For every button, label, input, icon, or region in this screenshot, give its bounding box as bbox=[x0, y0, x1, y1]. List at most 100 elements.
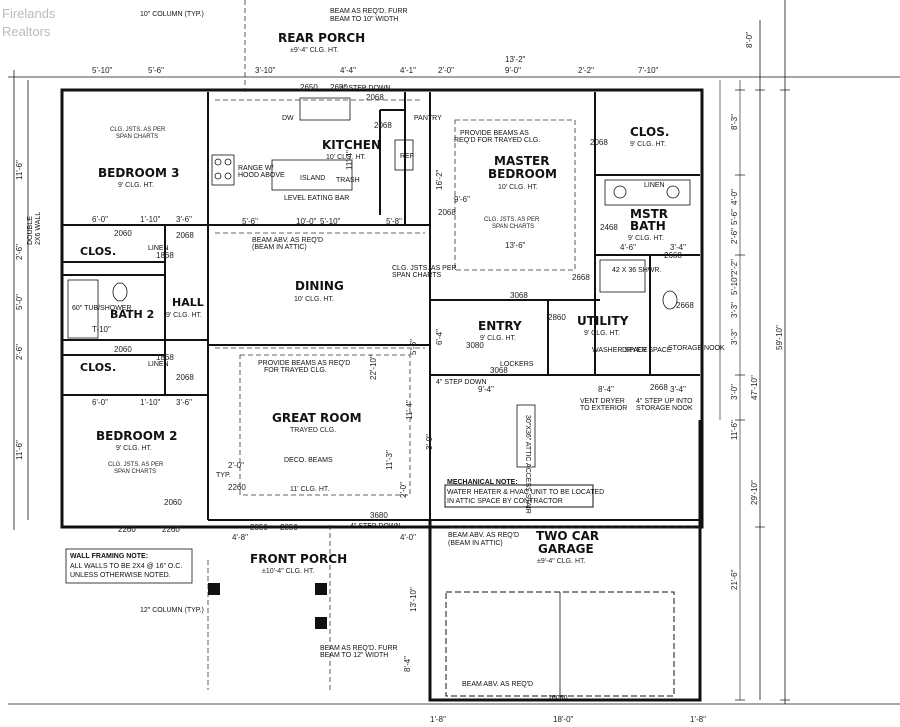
dim-bottom-0: 1'-8" bbox=[430, 715, 446, 724]
label-linen-hall: LINEN bbox=[148, 361, 169, 368]
watermark-line1: Firelands bbox=[2, 6, 56, 21]
dim-right-5: 5'-10" bbox=[730, 274, 739, 295]
hall-clg: 9' CLG. HT. bbox=[166, 312, 202, 319]
door-tag-10: 2060 bbox=[114, 229, 132, 238]
door-tag-9: 3068 bbox=[490, 366, 508, 375]
label-wall-title: WALL FRAMING NOTE: bbox=[70, 553, 148, 560]
garage-door bbox=[445, 591, 675, 697]
label-linen-bath: LINEN bbox=[148, 245, 169, 252]
outline-lines bbox=[8, 0, 900, 705]
dim-left-0: 11'-6" bbox=[15, 160, 24, 180]
door-tag-2: 2068 bbox=[366, 93, 384, 102]
dim-top-7: 2'-2" bbox=[578, 66, 594, 75]
label-trayed1: PROVIDE BEAMS AS bbox=[460, 130, 529, 137]
label-double-wall2: 2X6 WALL bbox=[35, 212, 42, 245]
dim-top-6: 9'-0" bbox=[505, 66, 521, 75]
dim-misc-20: 22'-10" bbox=[369, 355, 378, 380]
bedroom3-note1: CLG. JSTS. AS PER bbox=[110, 127, 166, 133]
label-beam-front1: BEAM AS REQ'D. FURR bbox=[320, 645, 398, 652]
dim-top-8: 7'-10" bbox=[638, 66, 659, 75]
dim-misc-27: 16'-2" bbox=[435, 169, 444, 190]
label-mech2: IN ATTIC SPACE BY CONTRACTOR bbox=[447, 498, 563, 505]
dim-right-13: 59'-10" bbox=[775, 325, 784, 350]
great-room-clg: TRAYED CLG. bbox=[290, 427, 336, 434]
door-tag-5: 2068 bbox=[590, 138, 608, 147]
utility-clg: 9' CLG. HT. bbox=[584, 330, 620, 337]
master-bedroom-name1: MASTER bbox=[494, 154, 550, 168]
dim-misc-30: 11'-3" bbox=[385, 450, 394, 470]
label-trayed2: REQ'D FOR TRAYED CLG. bbox=[454, 137, 540, 144]
door-tag-22: 1868 bbox=[156, 353, 174, 362]
master-bedroom-note2: SPAN CHARTS bbox=[492, 224, 534, 230]
dim-top-5: 2'-0" bbox=[438, 66, 454, 75]
label-beam-garage2: (BEAM IN ATTIC) bbox=[448, 540, 503, 547]
dim-top-2: 3'-10" bbox=[255, 66, 276, 75]
dimension-ticks bbox=[735, 89, 790, 701]
dim-right-0: 8'-3" bbox=[730, 114, 739, 130]
entry-name: ENTRY bbox=[478, 319, 522, 333]
dimensions-left: 11'-6"2'-6"5'-0"2'-6"11'-6" bbox=[15, 160, 24, 460]
label-dw: DW bbox=[282, 115, 294, 122]
exterior-walls bbox=[60, 88, 704, 702]
dim-misc-2: 3'-6" bbox=[176, 215, 192, 224]
dim-misc-31: 11'-4" bbox=[345, 150, 354, 170]
dim-top-0: 5'-10" bbox=[92, 66, 113, 75]
garage-name2: GARAGE bbox=[538, 542, 594, 556]
dim-misc-26: 5'-6" bbox=[409, 339, 418, 355]
dim-misc-3: T-10" bbox=[92, 325, 111, 334]
dim-misc-22: 2'-0" bbox=[228, 461, 244, 470]
dim-misc-10: 13'-6" bbox=[505, 241, 526, 250]
master-bedroom-clg: 10' CLG. HT. bbox=[498, 184, 538, 191]
dim-right-8: 3'-0" bbox=[730, 384, 739, 400]
label-tub: 60" TUB/SHOWER bbox=[72, 305, 132, 312]
dim-misc-28: 2'-0" bbox=[399, 482, 408, 498]
label-pantry: PANTRY bbox=[414, 115, 442, 122]
label-garage-door: 16060 bbox=[548, 695, 568, 702]
label-step-up1: 4" STEP UP INTO bbox=[636, 398, 693, 405]
label-beam-garage1: BEAM ABV. AS REQ'D bbox=[448, 532, 519, 539]
dim-misc-16: 4'-8" bbox=[232, 533, 248, 542]
wall-note-box bbox=[65, 548, 193, 584]
dim-right-6: 3'-3" bbox=[730, 302, 739, 318]
label-island: ISLAND bbox=[300, 175, 325, 182]
label-beam-top2: BEAM TO 10" WIDTH bbox=[330, 16, 398, 23]
dim-right-4: 2'-2" bbox=[730, 259, 739, 275]
dimensions-top: 5'-10"5'-6"3'-10"4'-4"4'-1"2'-0"9'-0"2'-… bbox=[92, 32, 754, 75]
label-washer: WASHER SPACE bbox=[592, 347, 648, 354]
great-room-clg2: 11' CLG. HT. bbox=[290, 486, 329, 493]
dim-right-2: 5'-6" bbox=[730, 209, 739, 225]
label-shwr: 42 X 36 SHWR. bbox=[612, 267, 661, 274]
mstr-bath-name2: BATH bbox=[630, 219, 666, 233]
rear-porch-clg: ±9'-4" CLG. HT. bbox=[290, 47, 339, 54]
label-step-down-rear: 4" STEP DOWN bbox=[340, 85, 391, 92]
door-tag-26: 2860 bbox=[548, 313, 566, 322]
label-great-trayed2: FOR TRAYED CLG. bbox=[264, 367, 327, 374]
kitchen-clg: 10' CLG. HT. bbox=[326, 154, 366, 161]
bedroom3-note2: SPAN CHARTS bbox=[116, 134, 158, 140]
rear-porch-name: REAR PORCH bbox=[278, 31, 365, 45]
label-beam-dining1: BEAM ABV. AS REQ'D bbox=[252, 237, 323, 244]
dim-right-3: 2'-6" bbox=[730, 228, 739, 244]
door-tag-27: 3080 bbox=[466, 341, 484, 350]
label-span-dining1: CLG. JSTS. AS PER bbox=[392, 265, 457, 272]
mstr-bath-clg: 9' CLG. HT. bbox=[628, 235, 664, 242]
door-tag-25: 2668 bbox=[572, 273, 590, 282]
hall-name: HALL bbox=[172, 296, 204, 309]
dim-misc-8: 5'-10" bbox=[320, 217, 341, 226]
label-deco-beam: DECO. BEAMS bbox=[284, 457, 333, 464]
label-step-down-entry: 4" STEP DOWN bbox=[436, 379, 487, 386]
dim-bottom-1: 18'-0" bbox=[553, 715, 574, 724]
dining-clg: 10' CLG. HT. bbox=[294, 296, 334, 303]
label-typ: TYP. bbox=[216, 472, 231, 479]
dim-misc-1: 1'-10" bbox=[140, 215, 161, 224]
mstr-bath-name1: MSTR bbox=[630, 207, 668, 221]
label-range1: RANGE W/ bbox=[238, 165, 273, 172]
dashed-beam-lines bbox=[207, 0, 700, 690]
door-tag-0: 2650 bbox=[300, 83, 318, 92]
clos-master-name: CLOS. bbox=[630, 125, 669, 139]
interior-walls bbox=[62, 92, 700, 521]
door-tag-14: 2060 bbox=[164, 498, 182, 507]
garage-name1: TWO CAR bbox=[536, 529, 599, 543]
dim-right-9: 11'-6" bbox=[730, 420, 739, 440]
